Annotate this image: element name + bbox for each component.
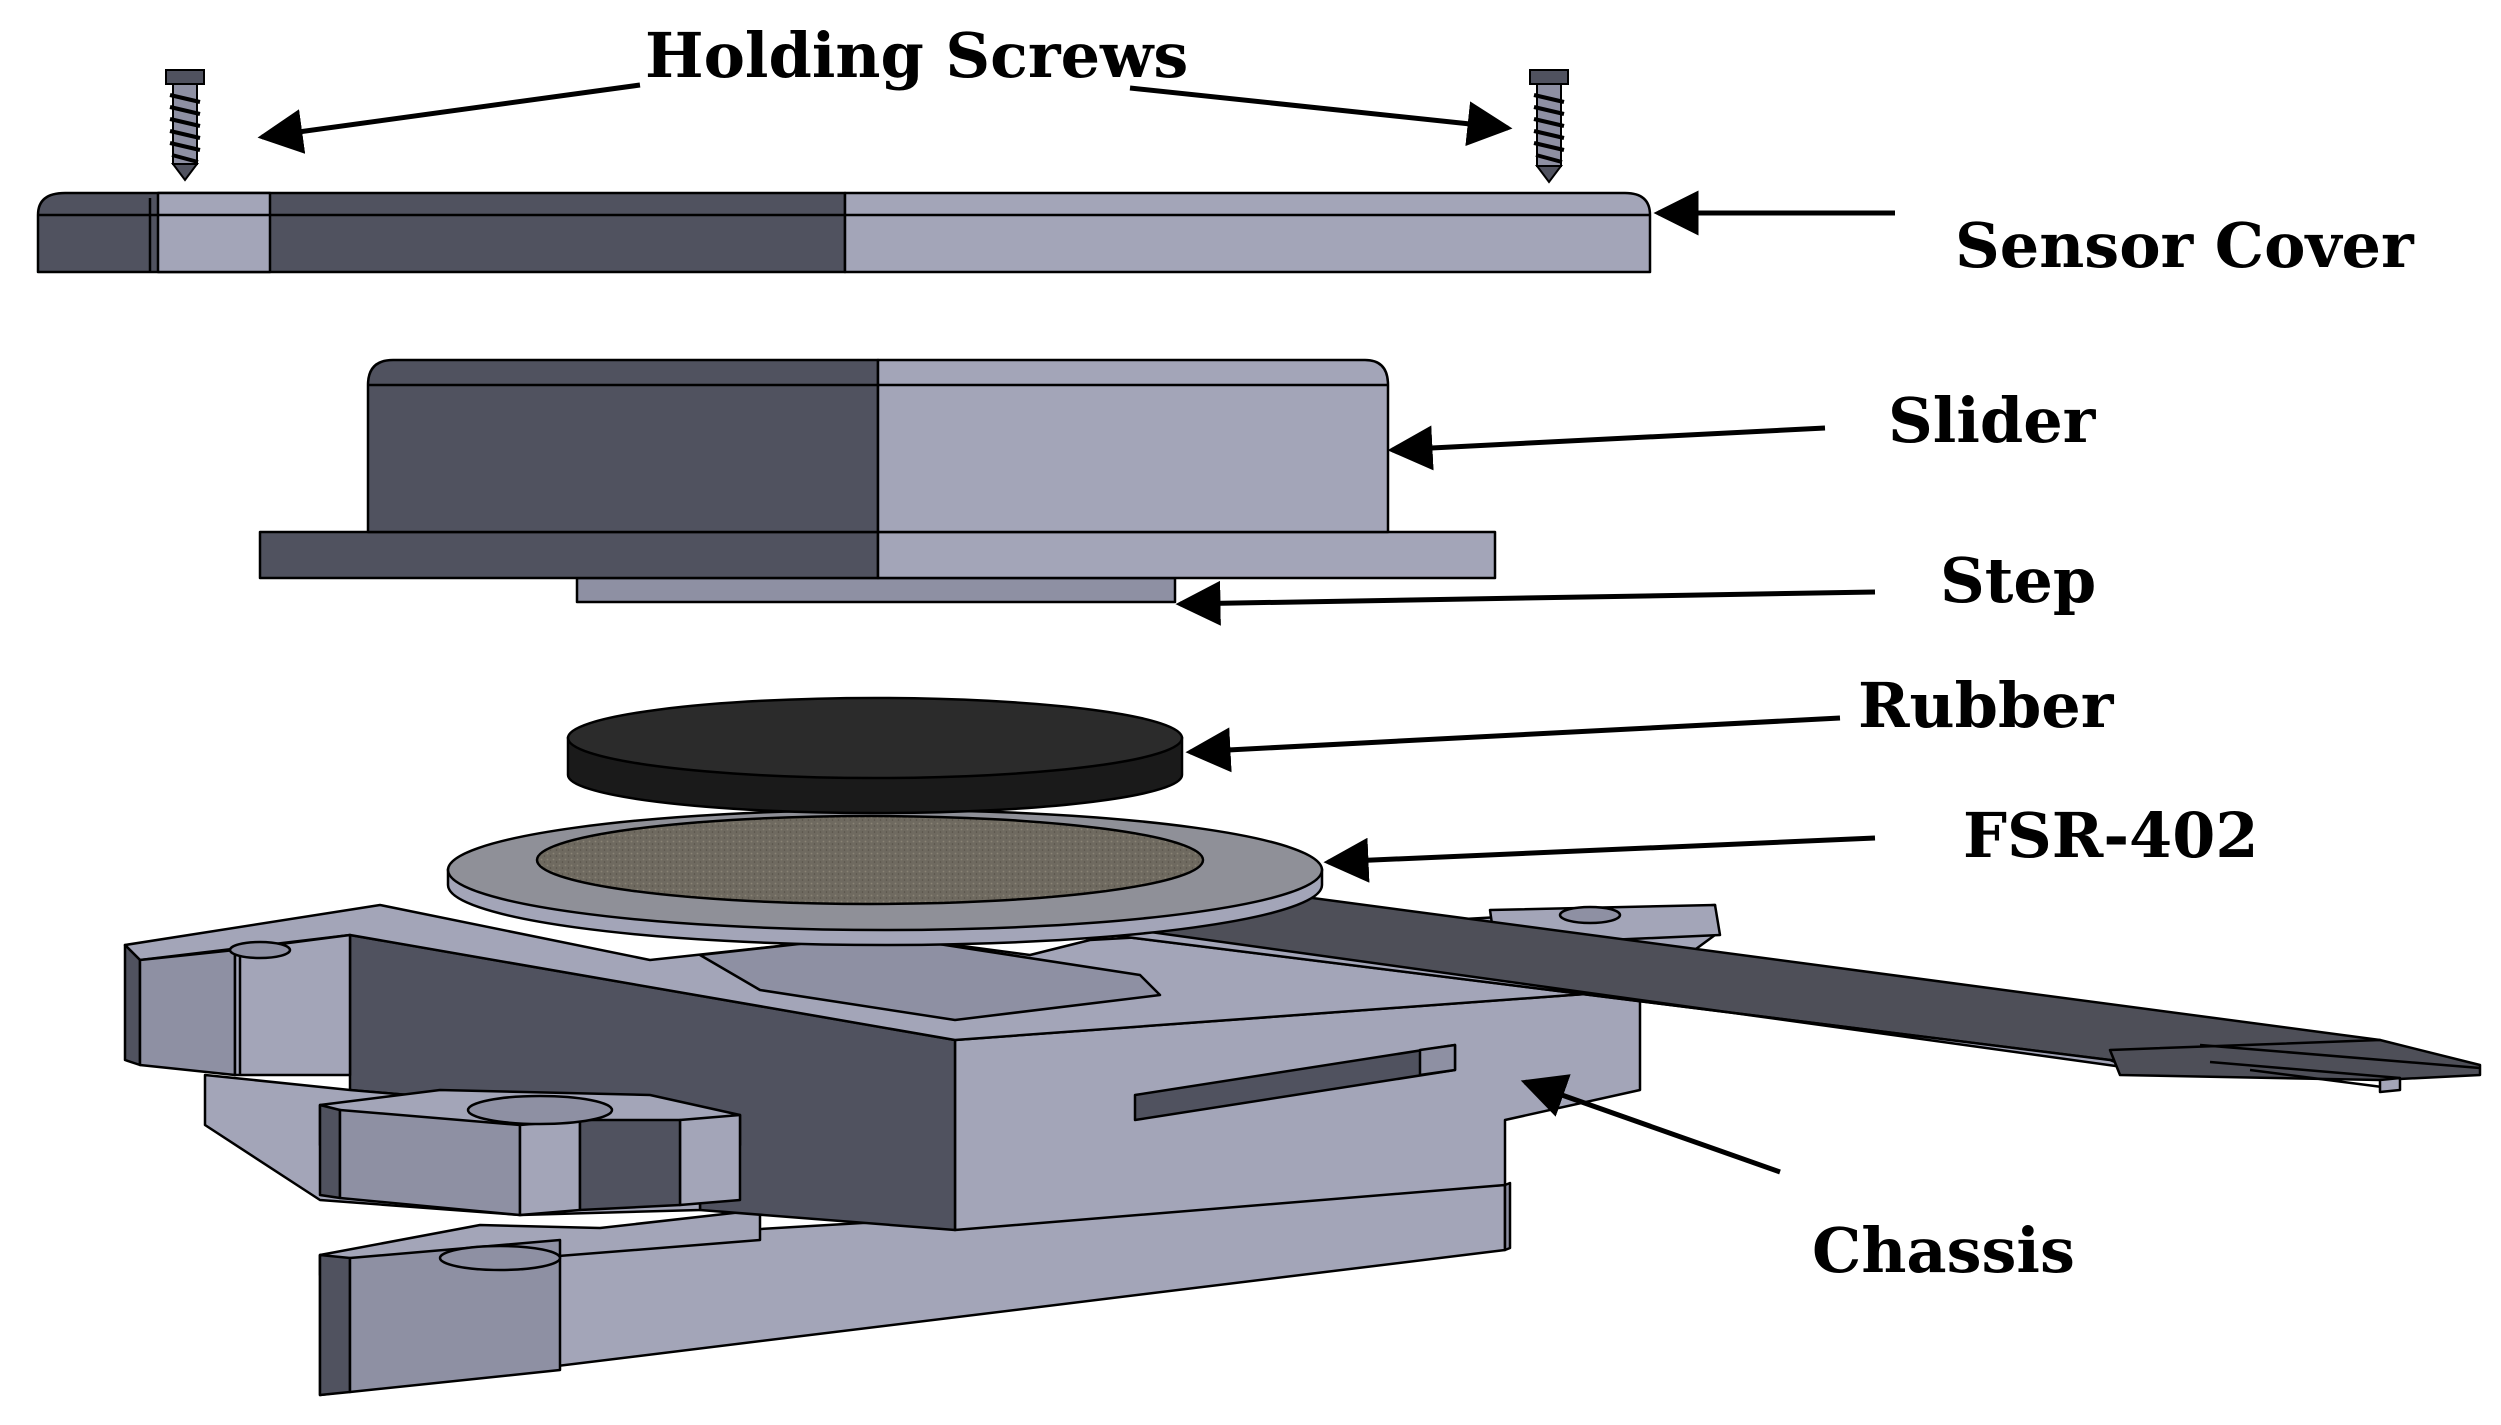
chassis-front-tab-front xyxy=(338,1108,522,1217)
slider-flange-left xyxy=(258,530,880,580)
fsr-pin-1 xyxy=(2199,1043,2481,1070)
slider xyxy=(258,358,1497,604)
screw-left-head xyxy=(165,69,205,85)
chassis-lower-block-side xyxy=(1503,1181,1512,1252)
cover-left-highlight xyxy=(156,191,272,274)
chassis-front-tab-inner xyxy=(578,1118,682,1212)
chassis-side-slot-end xyxy=(1418,1043,1457,1077)
screw-right-tip xyxy=(1535,165,1563,184)
chassis-front-tab-left xyxy=(318,1103,342,1200)
cover-right-light xyxy=(843,191,1652,274)
chassis-bottom-tab-front-dark xyxy=(318,1253,352,1397)
label-holding-screws: Holding Screws xyxy=(645,19,1189,92)
slider-body-right xyxy=(876,358,1390,534)
label-chassis: Chassis xyxy=(1812,1214,2075,1287)
arrow-fsr xyxy=(1323,835,1876,883)
screw-left-threads xyxy=(169,93,201,164)
arrow-holding-screws-right xyxy=(1129,85,1513,147)
chassis-left-hole xyxy=(228,940,292,960)
chassis-front-tab-right xyxy=(518,1118,582,1217)
fsr-pin-2 xyxy=(2209,1060,2401,1080)
fsr-active-pad xyxy=(535,814,1205,906)
arrow-chassis xyxy=(1520,1074,1781,1175)
arrow-step xyxy=(1175,580,1876,626)
arrow-slider xyxy=(1387,425,1826,471)
label-rubber: Rubber xyxy=(1858,669,2114,742)
chassis-front-hole xyxy=(466,1094,614,1126)
rubber-top xyxy=(566,696,1184,780)
rubber-disk xyxy=(566,696,1184,815)
chassis-left-post-face xyxy=(138,948,237,1077)
arrow-holding-screws-left xyxy=(257,82,641,154)
fsr-tail xyxy=(1068,893,2482,1094)
holding-screw-right xyxy=(1529,69,1569,184)
sensor-cover xyxy=(36,191,1652,274)
fsr-402-sensor xyxy=(446,808,1324,947)
chassis-front-tab-right2 xyxy=(678,1113,742,1207)
leader-arrows xyxy=(257,82,1895,1175)
screw-left-tip xyxy=(171,163,199,182)
chassis-right-hole xyxy=(1558,905,1622,925)
chassis-left-post-face2 xyxy=(233,933,352,1077)
chassis-bottom-hole xyxy=(438,1244,562,1272)
chassis-left-post-front xyxy=(123,943,142,1067)
fsr-tail-connector xyxy=(2108,1038,2482,1082)
label-step: Step xyxy=(1940,544,2097,617)
screw-right-threads xyxy=(1533,93,1565,164)
label-slider: Slider xyxy=(1888,384,2096,457)
fsr-pin-3 xyxy=(2249,1068,2391,1090)
label-fsr-402: FSR-402 xyxy=(1963,799,2259,872)
slider-step xyxy=(575,576,1177,604)
slider-body-left xyxy=(366,358,880,534)
fsr-pin-tip xyxy=(2378,1076,2402,1094)
arrow-rubber xyxy=(1185,715,1841,773)
screw-right-head xyxy=(1529,69,1569,85)
chassis xyxy=(123,903,1722,1397)
holding-screw-left xyxy=(165,69,205,182)
slider-flange-right xyxy=(876,530,1497,580)
label-sensor-cover: Sensor Cover xyxy=(1955,209,2414,282)
